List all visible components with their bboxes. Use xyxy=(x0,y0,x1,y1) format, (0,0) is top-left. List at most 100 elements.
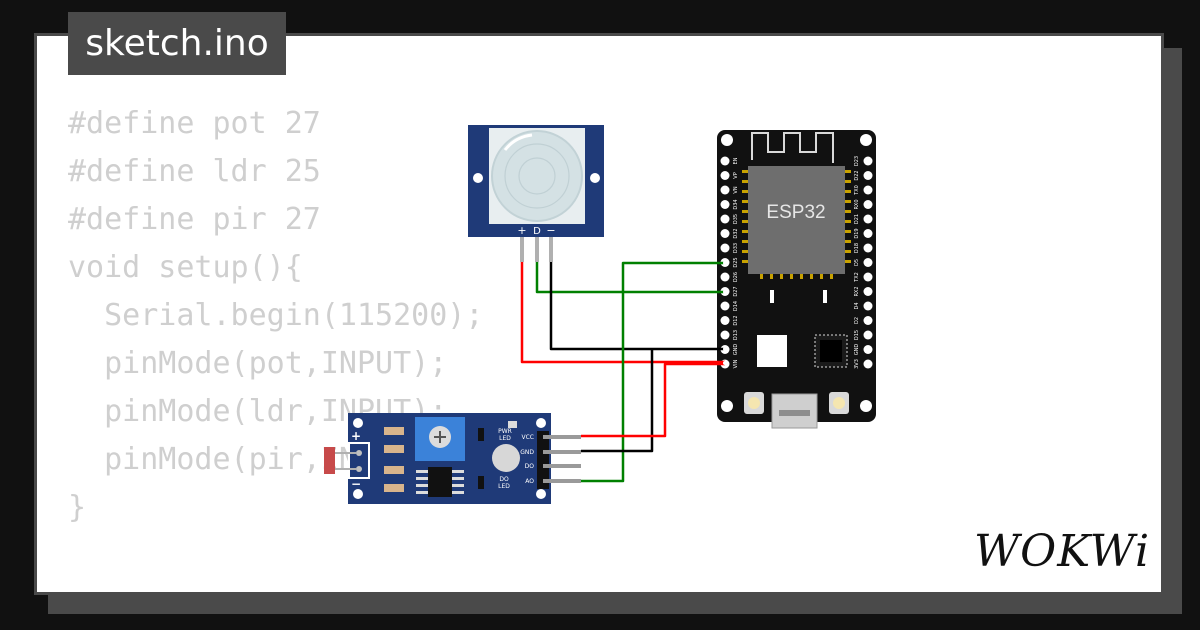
wire-ldr-vcc[interactable] xyxy=(581,362,725,438)
svg-text:D18: D18 xyxy=(854,243,860,253)
smd-resistor xyxy=(508,421,517,428)
ldr-plus-label: + xyxy=(351,429,361,443)
ldr-terminal-pin xyxy=(356,450,362,456)
ldr-mount-hole xyxy=(536,418,546,428)
photoresistor[interactable] xyxy=(324,447,335,474)
ldr-header xyxy=(537,431,549,489)
svg-text:D19: D19 xyxy=(854,228,860,238)
svg-text:TX0: TX0 xyxy=(854,185,860,196)
do-led-label: LED xyxy=(498,483,510,490)
svg-text:D13: D13 xyxy=(733,330,739,340)
ic-pins xyxy=(416,470,464,494)
svg-text:D14: D14 xyxy=(733,301,739,311)
code-line: Serial.begin(115200); xyxy=(68,298,484,333)
voltage-regulator xyxy=(757,335,787,367)
svg-text:GND: GND xyxy=(733,344,739,356)
pir-pin-label: + xyxy=(517,224,526,237)
pir-mount-hole xyxy=(473,173,483,183)
svg-text:VN: VN xyxy=(733,186,739,193)
pir-pin-label: D xyxy=(533,226,541,237)
ldr-pin-label: DO xyxy=(525,463,535,470)
ldr-pin-label: VCC xyxy=(522,434,534,441)
ldr-pin-gnd[interactable] xyxy=(543,450,581,454)
right-header-pins[interactable] xyxy=(863,156,873,369)
do-led-label: DO xyxy=(499,476,509,483)
module-pads xyxy=(742,170,851,279)
code-line: } xyxy=(68,490,87,525)
ldr-minus-label: − xyxy=(351,477,361,491)
svg-text:D25: D25 xyxy=(733,257,739,267)
ldr-pin-do[interactable] xyxy=(543,464,581,468)
esp32-chip-label: ESP32 xyxy=(766,202,825,223)
mount-hole xyxy=(860,134,872,146)
svg-text:D32: D32 xyxy=(733,228,739,238)
esp32-module xyxy=(748,166,845,274)
mount-hole xyxy=(721,400,733,412)
svg-text:VIN: VIN xyxy=(733,359,739,368)
svg-text:D26: D26 xyxy=(733,272,739,282)
svg-text:D5: D5 xyxy=(854,259,860,266)
ldr-mount-hole xyxy=(536,489,546,499)
svg-text:RX0: RX0 xyxy=(854,199,860,209)
resistor xyxy=(384,445,404,453)
svg-text:D35: D35 xyxy=(733,214,739,224)
pwr-led-label: PWR xyxy=(498,428,512,435)
svg-text:D23: D23 xyxy=(854,156,860,166)
svg-text:D33: D33 xyxy=(733,243,739,253)
mount-hole xyxy=(721,134,733,146)
antenna-trace xyxy=(751,132,834,163)
code-line: void setup(){ xyxy=(68,250,303,285)
svg-text:TX2: TX2 xyxy=(854,272,860,283)
wires xyxy=(520,261,725,483)
pir-dome-ring xyxy=(518,157,556,195)
ldr-module[interactable]: + − PWR LED DO LED VCC xyxy=(324,413,581,504)
pwr-led xyxy=(478,428,484,441)
wokwi-logo: WOKWi xyxy=(974,526,1149,577)
ldr-terminal-pin xyxy=(356,466,362,472)
svg-text:D27: D27 xyxy=(733,286,739,296)
pir-pin[interactable] xyxy=(520,237,524,262)
smd-component xyxy=(770,290,774,303)
ldr-pin-ao[interactable] xyxy=(543,479,581,483)
left-pin-labels: EN VP VN D34 D35 D32 D33 D25 D26 D27 D14… xyxy=(733,157,739,368)
pir-dome-ring xyxy=(504,143,570,209)
svg-text:D15: D15 xyxy=(854,330,860,340)
wire-ldr-ao[interactable] xyxy=(581,261,725,483)
wire-endpoints xyxy=(723,261,727,365)
pir-mount-hole xyxy=(590,173,600,183)
esp32-board[interactable]: ESP32 xyxy=(717,130,876,429)
svg-text:D2: D2 xyxy=(854,317,860,324)
file-tab[interactable]: sketch.ino xyxy=(68,12,286,75)
comparator-ic xyxy=(428,467,452,497)
svg-text:D22: D22 xyxy=(854,170,860,180)
wire-pir-out[interactable] xyxy=(535,262,725,294)
svg-text:EN: EN xyxy=(733,157,739,164)
wire-pir-gnd[interactable] xyxy=(549,262,725,351)
mount-hole xyxy=(860,400,872,412)
ldr-pin-label: AO xyxy=(525,478,534,485)
svg-text:RX2: RX2 xyxy=(854,286,860,296)
ldr-pin-vcc[interactable] xyxy=(543,435,581,439)
code-line: pinMode(pot,INPUT); xyxy=(68,346,448,381)
code-line: #define ldr 25 xyxy=(68,154,321,189)
pir-sensor[interactable]: + D − xyxy=(468,125,604,262)
code-line: #define pir 27 xyxy=(68,202,321,237)
right-pin-labels: D23 D22 TX0 RX0 D21 D19 D18 D5 TX2 RX2 D… xyxy=(854,156,860,369)
do-led xyxy=(478,476,484,489)
ldr-mount-hole xyxy=(353,489,363,499)
pir-pin[interactable] xyxy=(549,237,553,262)
pir-pin[interactable] xyxy=(535,237,539,262)
svg-text:D12: D12 xyxy=(733,315,739,325)
svg-text:3V3: 3V3 xyxy=(854,359,860,369)
code-editor[interactable]: #define pot 27#define ldr 25#define pir … xyxy=(68,100,483,532)
usb-uart-chip-body xyxy=(820,340,842,362)
resistor xyxy=(384,466,404,474)
wire-ldr-gnd[interactable] xyxy=(581,349,654,453)
capacitor xyxy=(492,444,520,472)
svg-text:D4: D4 xyxy=(854,302,860,309)
smd-component xyxy=(823,290,827,303)
ldr-mount-hole xyxy=(353,418,363,428)
svg-text:VP: VP xyxy=(733,172,739,178)
wire-pir-vcc[interactable] xyxy=(520,262,725,364)
